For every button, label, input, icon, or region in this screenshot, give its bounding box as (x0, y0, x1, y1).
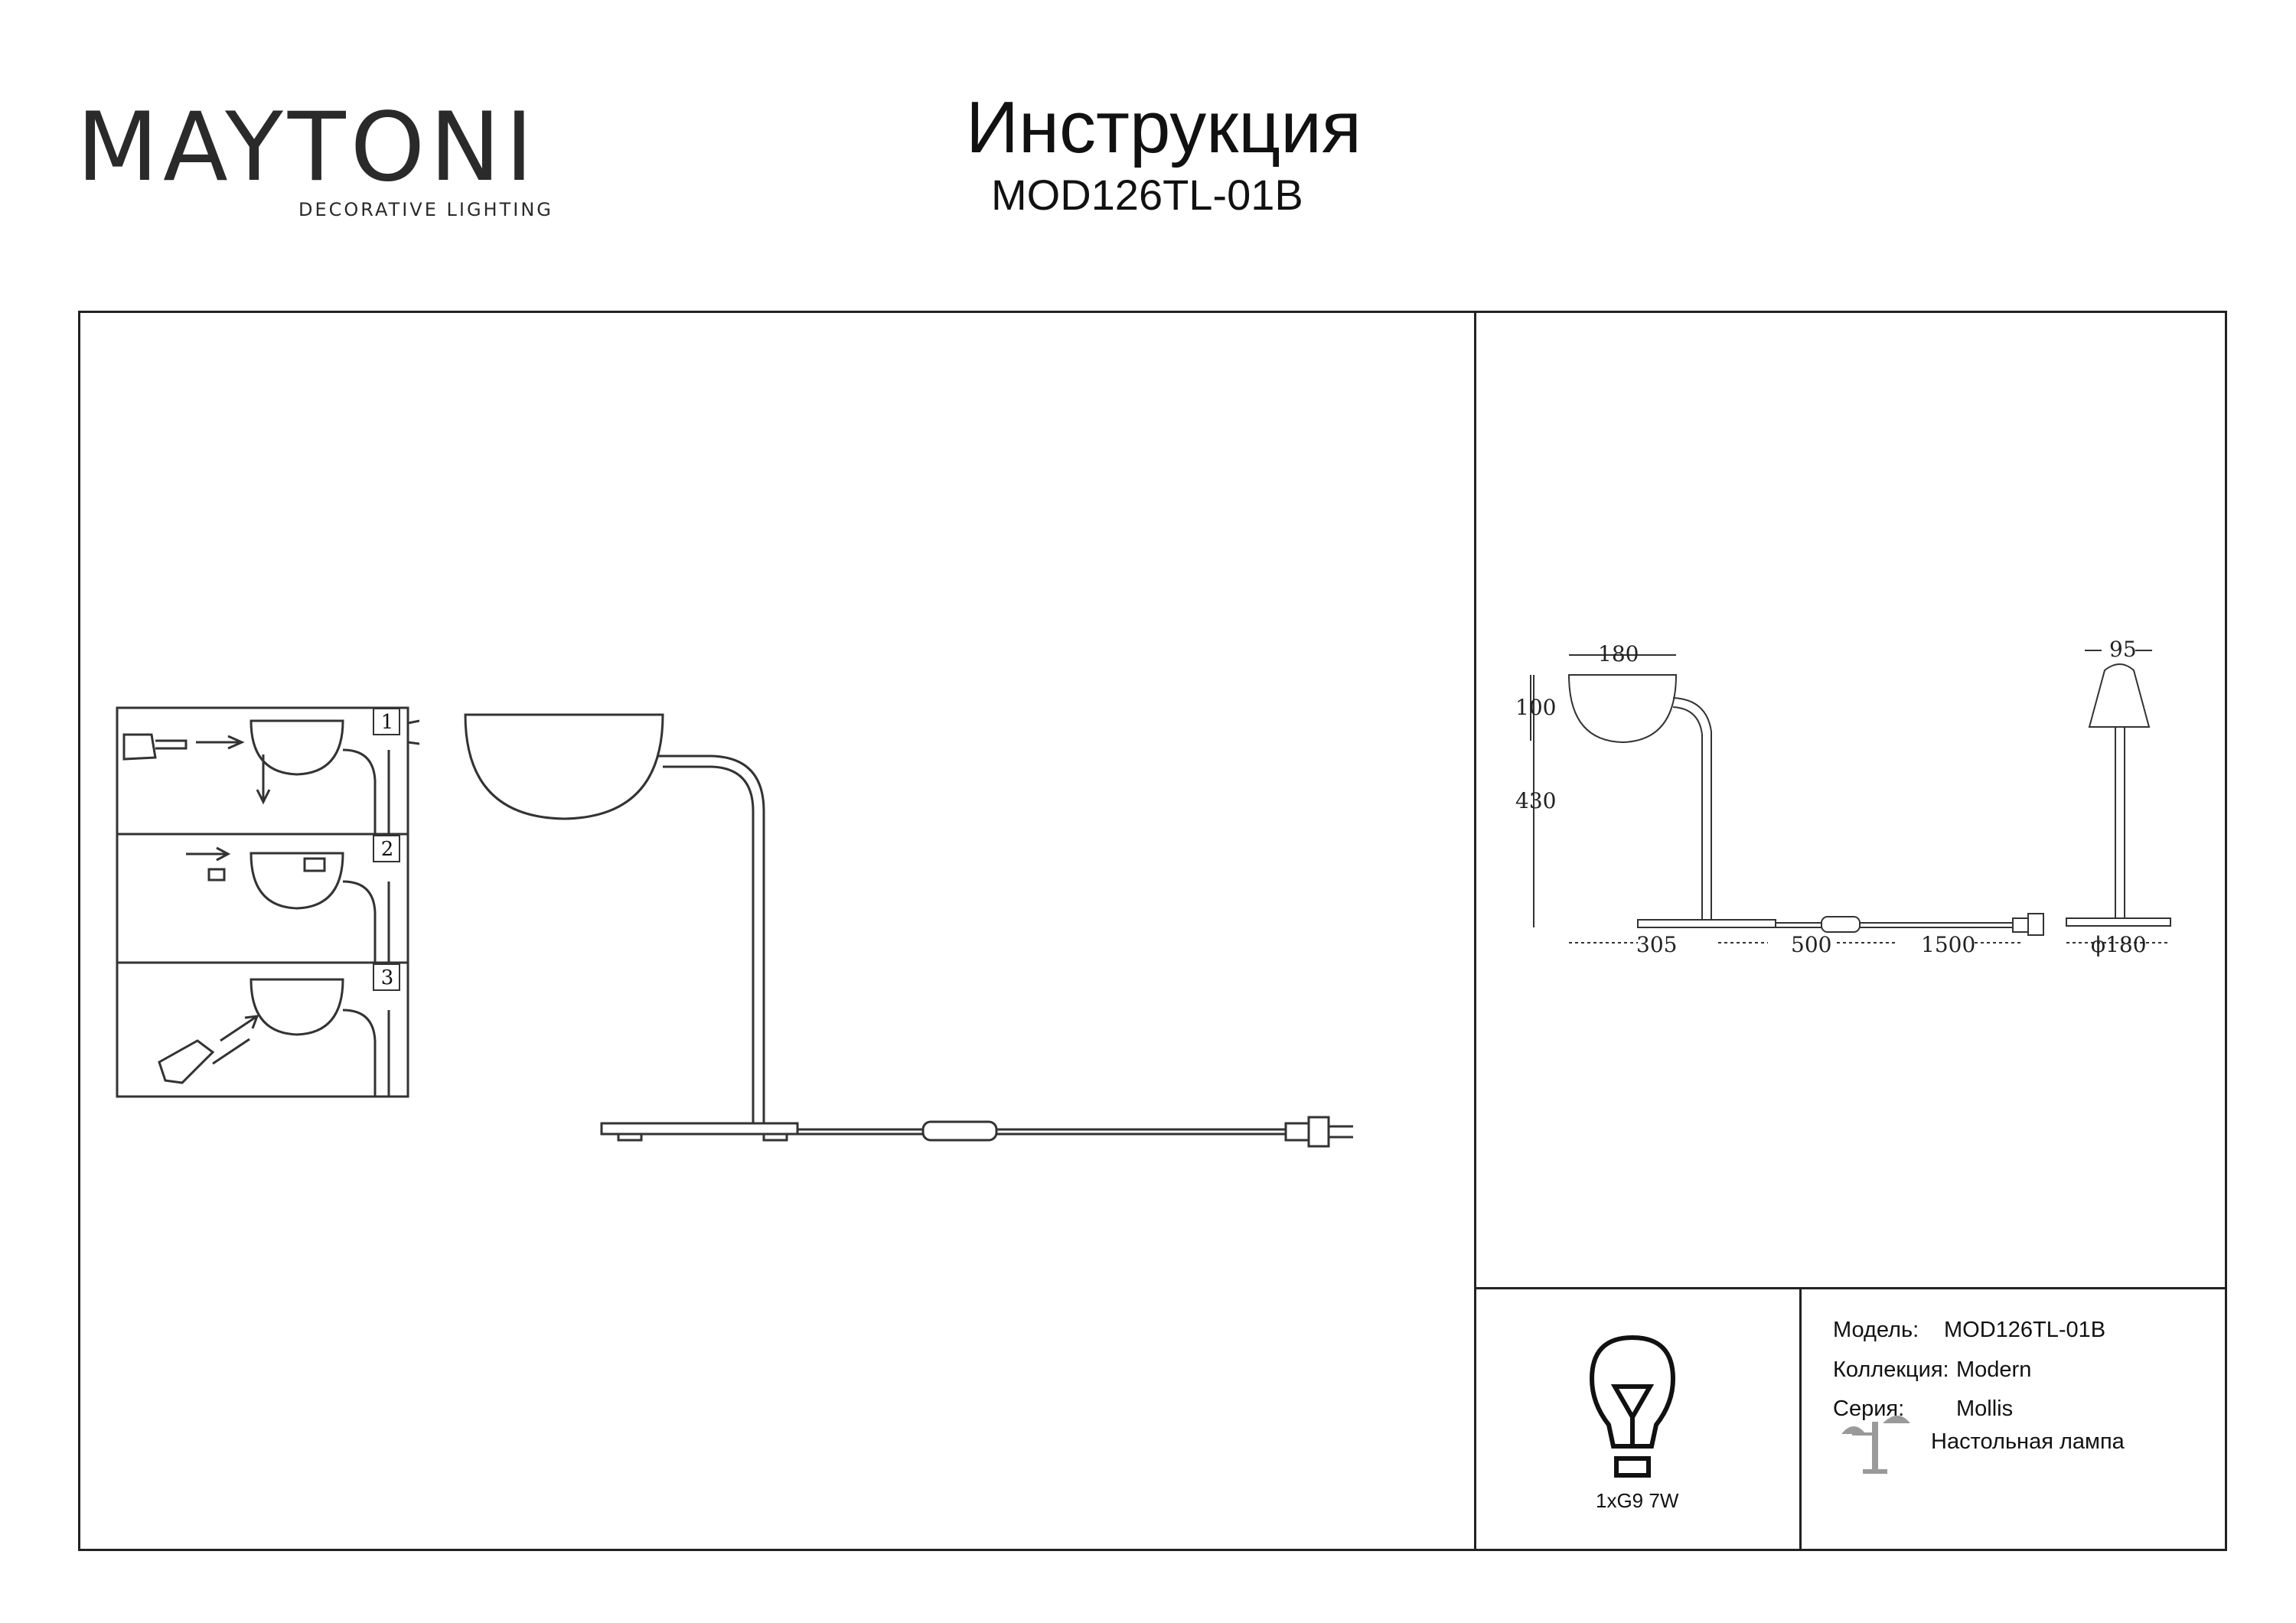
plug (1284, 1116, 1353, 1148)
spec-model-label: Модель: (1833, 1318, 1919, 1342)
lamp-shade (464, 713, 664, 820)
step-1-number: 1 (380, 711, 394, 734)
spec-collection-label: Коллекция: (1833, 1357, 1949, 1382)
dim-cord-to-switch: 500 (1791, 932, 1831, 957)
spec-model-value: MOD126TL-01B (1944, 1318, 2106, 1342)
dimension-drawing: 180 100 430 305 500 1500 95 ϕ180 (1515, 637, 2171, 957)
dim-cord-length: 1500 (1921, 932, 1975, 957)
step-1-illustration (122, 719, 390, 834)
document-model: MOD126TL-01B (991, 171, 1303, 219)
step-3-illustration (158, 978, 390, 1097)
spec-divider (1799, 1287, 1802, 1551)
frame-divider-vertical (1474, 311, 1476, 1551)
brand-tagline: DECORATIVE LIGHTING (298, 199, 553, 220)
brand-logo: MAYTONI DECORATIVE LIGHTING (77, 98, 551, 220)
dim-side-width: 95 (2109, 637, 2137, 662)
bulb-caption: 1xG9 7W (1596, 1489, 1679, 1512)
bulb-icon (1589, 1335, 1676, 1478)
step-3-number: 3 (380, 966, 394, 989)
lamp-drawing (464, 713, 1353, 1148)
lamp-arm (658, 754, 765, 1123)
cord-switch (921, 1120, 998, 1142)
lamp-base (600, 1122, 799, 1136)
dim-shade-width: 180 (1598, 641, 1639, 666)
steps-border (116, 706, 409, 1098)
drawing-frame (78, 311, 2227, 1551)
dim-total-height: 430 (1515, 788, 1556, 813)
table-lamp-icon (1841, 1416, 1910, 1474)
brand-name: MAYTONI (77, 93, 538, 203)
dim-shade-height: 100 (1515, 695, 1556, 720)
document-title: Инструкция (966, 86, 1362, 168)
spec-collection-value: Modern (1956, 1357, 2032, 1382)
spec-series-value: Mollis (1956, 1396, 2014, 1421)
spec-type-value: Настольная лампа (1931, 1429, 2125, 1454)
step-2-illustration (186, 846, 390, 963)
dim-base-diameter: ϕ180 (2091, 932, 2147, 957)
assembly-steps (116, 706, 419, 1098)
step-2-number: 2 (380, 838, 394, 861)
dim-base-offset: 305 (1636, 932, 1677, 957)
frame-divider-horizontal (1474, 1287, 2227, 1289)
